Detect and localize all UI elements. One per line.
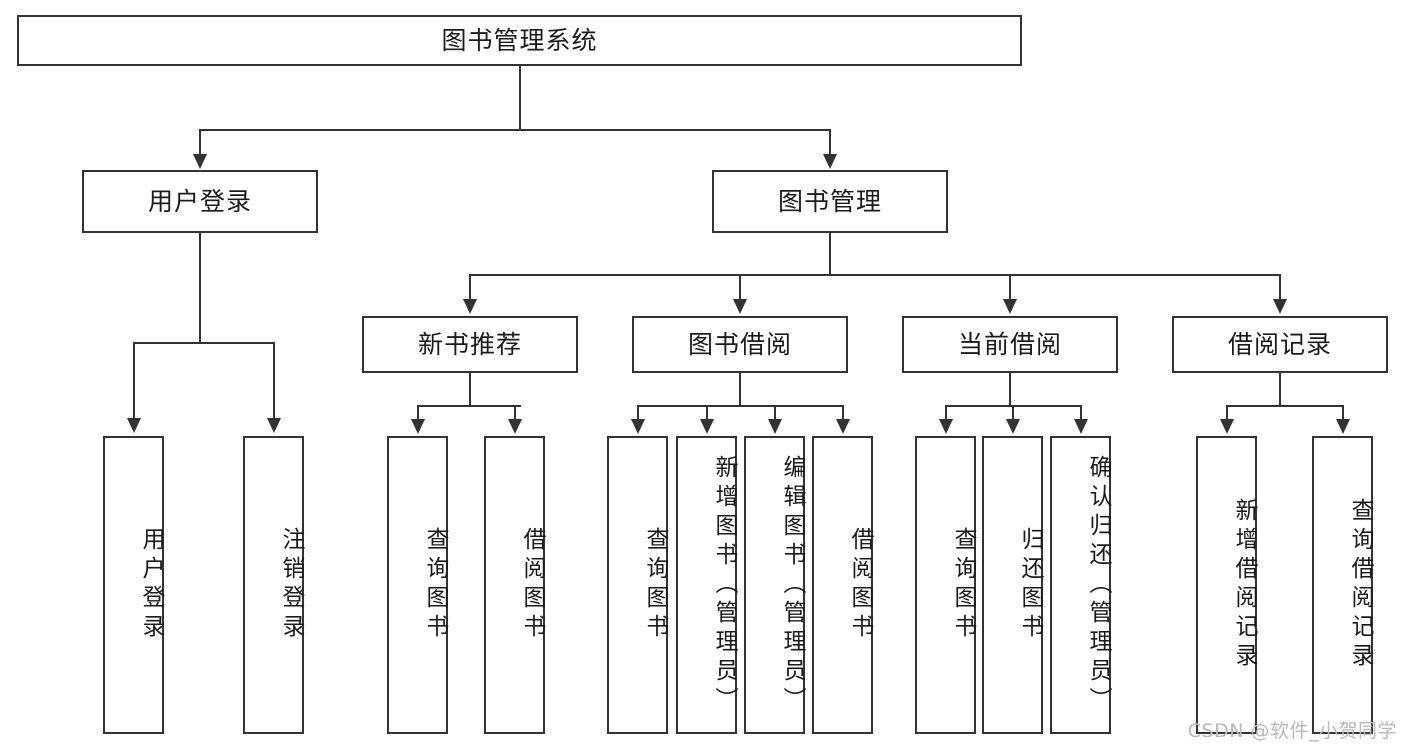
node-label: 查询借阅记录 — [1347, 498, 1373, 672]
node-label: 新增图书（管理员） — [711, 454, 737, 716]
connector-book-management-bus — [469, 274, 1281, 276]
node-new-book-recommend[interactable]: 新书推荐 — [362, 316, 578, 373]
node-leaf-logout[interactable]: 注销登录 — [243, 436, 304, 734]
node-leaf-borrow-book[interactable]: 借阅图书 — [812, 436, 873, 734]
node-book-management[interactable]: 图书管理 — [712, 170, 948, 233]
arrow-bb-to-leaf-1 — [631, 419, 645, 434]
node-leaf-query-book-recommend[interactable]: 查询图书 — [387, 436, 448, 734]
arrow-cb-to-leaf-3 — [1074, 419, 1088, 434]
connector-cb-to-leaf-1 — [945, 405, 947, 421]
node-label: 借阅记录 — [1227, 329, 1332, 359]
connector-br-to-leaf-1 — [1226, 405, 1228, 421]
node-label: 用户登录 — [138, 527, 164, 643]
node-label: 查询图书 — [422, 527, 448, 643]
arrow-bm-to-book-borrow — [733, 299, 747, 314]
connector-root-stem — [519, 66, 521, 130]
arrow-nbr-to-leaf-2 — [508, 419, 522, 434]
node-label: 借阅图书 — [847, 527, 873, 643]
connector-cb-to-leaf-2 — [1012, 405, 1014, 421]
connector-book-borrow-stem — [739, 373, 741, 406]
connector-bm-to-new-book-recommend — [469, 274, 471, 301]
node-label: 图书借阅 — [687, 329, 792, 359]
node-label: 注销登录 — [278, 527, 304, 643]
arrow-user-login-to-leaf-2 — [267, 418, 281, 433]
connector-user-login-bus — [133, 342, 274, 344]
connector-bm-to-current-borrow — [1009, 274, 1011, 301]
arrow-nbr-to-leaf-1 — [411, 419, 425, 434]
node-label: 图书管理系统 — [441, 25, 598, 55]
arrow-bm-to-current-borrow — [1003, 299, 1017, 314]
node-label: 新增借阅记录 — [1231, 498, 1257, 672]
node-label: 图书管理 — [777, 186, 882, 216]
connector-borrow-record-bus — [1226, 405, 1343, 407]
node-leaf-user-login[interactable]: 用户登录 — [103, 436, 164, 734]
connector-bb-to-leaf-4 — [842, 405, 844, 421]
connector-user-login-to-leaf-1 — [133, 342, 135, 420]
node-leaf-return-book[interactable]: 归还图书 — [982, 436, 1043, 734]
node-label: 用户登录 — [147, 186, 252, 216]
node-leaf-confirm-return-admin[interactable]: 确认归还（管理员） — [1050, 436, 1111, 734]
connector-cb-to-leaf-3 — [1080, 405, 1082, 421]
node-label: 查询图书 — [642, 527, 668, 643]
connector-bb-to-leaf-2 — [706, 405, 708, 421]
arrow-root-to-user-login — [193, 154, 207, 169]
connector-br-to-leaf-2 — [1342, 405, 1344, 421]
node-leaf-add-borrow-record[interactable]: 新增借阅记录 — [1196, 436, 1257, 734]
connector-new-book-recommend-stem — [469, 373, 471, 406]
node-label: 新书推荐 — [417, 329, 522, 359]
arrow-root-to-book-management — [823, 154, 837, 169]
connector-current-borrow-stem — [1009, 373, 1011, 406]
connector-nbr-to-leaf-1 — [417, 405, 419, 421]
node-book-borrow[interactable]: 图书借阅 — [632, 316, 848, 373]
arrow-cb-to-leaf-1 — [939, 419, 953, 434]
arrow-bb-to-leaf-2 — [700, 419, 714, 434]
node-label: 查询图书 — [950, 527, 976, 643]
node-leaf-query-book-current[interactable]: 查询图书 — [915, 436, 976, 734]
connector-new-book-recommend-bus — [417, 405, 521, 407]
connector-bm-to-borrow-record — [1279, 274, 1281, 301]
node-label: 当前借阅 — [957, 329, 1062, 359]
connector-borrow-record-stem — [1279, 373, 1281, 406]
node-borrow-record[interactable]: 借阅记录 — [1172, 316, 1388, 373]
connector-root-to-user-login — [199, 129, 201, 156]
arrow-user-login-to-leaf-1 — [127, 418, 141, 433]
arrow-bb-to-leaf-4 — [836, 419, 850, 434]
arrow-br-to-leaf-2 — [1336, 419, 1350, 434]
arrow-cb-to-leaf-2 — [1006, 419, 1020, 434]
node-current-borrow[interactable]: 当前借阅 — [902, 316, 1118, 373]
node-leaf-add-book-admin[interactable]: 新增图书（管理员） — [676, 436, 737, 734]
arrow-bm-to-new-book-recommend — [463, 299, 477, 314]
node-label: 归还图书 — [1017, 527, 1043, 643]
node-leaf-query-borrow-record[interactable]: 查询借阅记录 — [1312, 436, 1373, 734]
node-label: 借阅图书 — [519, 527, 545, 643]
connector-root-to-book-management — [829, 129, 831, 156]
node-root-system[interactable]: 图书管理系统 — [17, 15, 1022, 66]
connector-user-login-stem — [199, 233, 201, 343]
connector-nbr-to-leaf-2 — [514, 405, 516, 421]
connector-user-login-to-leaf-2 — [273, 342, 275, 420]
arrow-br-to-leaf-1 — [1220, 419, 1234, 434]
connector-book-borrow-bus — [637, 405, 843, 407]
node-label: 编辑图书（管理员） — [779, 454, 805, 716]
connector-bm-to-book-borrow — [739, 274, 741, 301]
node-leaf-query-book-borrow[interactable]: 查询图书 — [607, 436, 668, 734]
connector-root-bus — [199, 129, 831, 131]
arrow-bb-to-leaf-3 — [768, 419, 782, 434]
connector-book-management-stem — [829, 233, 831, 275]
node-user-login[interactable]: 用户登录 — [82, 170, 318, 233]
node-leaf-borrow-book-recommend[interactable]: 借阅图书 — [484, 436, 545, 734]
node-label: 确认归还（管理员） — [1085, 454, 1111, 716]
node-leaf-edit-book-admin[interactable]: 编辑图书（管理员） — [744, 436, 805, 734]
watermark-text: CSDN @软件_小贺同学 — [1187, 720, 1397, 742]
arrow-bm-to-borrow-record — [1273, 299, 1287, 314]
connector-bb-to-leaf-1 — [637, 405, 639, 421]
connector-bb-to-leaf-3 — [774, 405, 776, 421]
